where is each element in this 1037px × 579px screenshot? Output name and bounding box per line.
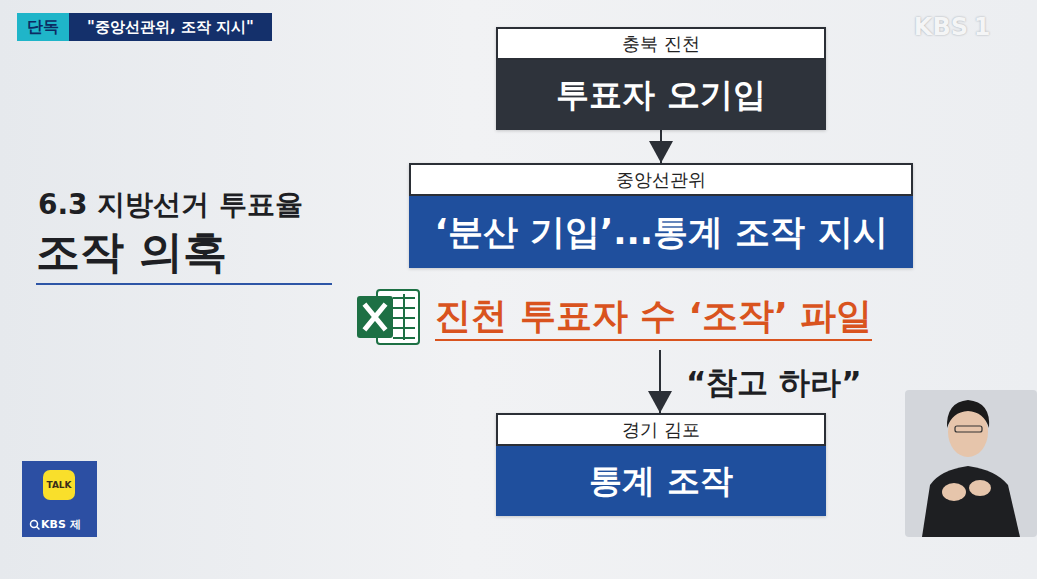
connector (648, 350, 672, 413)
excel-mark (366, 306, 384, 328)
search-icon (31, 521, 38, 528)
channel-number: 1 (970, 12, 994, 42)
kakao-caption: KBS 제 (41, 515, 97, 533)
arrow-head (648, 391, 672, 413)
interpreter-hair (947, 400, 989, 428)
connector-line (660, 130, 662, 163)
title-main: 조작 의혹 (36, 224, 356, 280)
excel-icon (355, 284, 421, 350)
file-title: 진천 투표자 수 ‘조작’ 파일 (435, 293, 872, 341)
headline-text: "중앙선관위, 조작 지시" (69, 13, 272, 41)
interpreter-body (922, 466, 1020, 537)
origin-box: 충북 진천투표자 오기입 (496, 27, 826, 130)
channel-logo: KBS (906, 12, 968, 42)
box-header: 충북 진천 (496, 27, 826, 60)
result-box: 경기 김포통계 조작 (496, 413, 826, 516)
interpreter-hand (969, 480, 991, 496)
interpreter-glasses (955, 426, 982, 432)
title-line: 6.3 지방선거 투표율 (38, 186, 358, 224)
excel-badge (357, 296, 393, 338)
connector-line (659, 350, 661, 413)
title-underline (36, 283, 332, 285)
box-header: 중앙선관위 (409, 163, 913, 196)
kakao-icon (43, 470, 75, 500)
badge-text: 단독 (17, 13, 69, 41)
kakao-tile (22, 461, 97, 537)
box-header: 경기 김포 (496, 413, 826, 446)
search-icon-handle (37, 527, 40, 530)
excel-grid (403, 294, 405, 340)
headline-bg (69, 13, 272, 41)
interpreter-frame (905, 390, 1037, 537)
authority-box: 중앙선관위‘분산 기입’...통계 조작 지시 (409, 163, 913, 268)
kakao-text: TALK (43, 470, 75, 500)
arrow-head (649, 141, 673, 163)
box-body: ‘분산 기입’...통계 조작 지시 (409, 196, 913, 268)
connector (649, 130, 673, 163)
box-body: 투표자 오기입 (496, 60, 826, 130)
badge-bg (17, 13, 69, 41)
file-node: 진천 투표자 수 ‘조작’ 파일 (355, 284, 930, 350)
interpreter-hand (942, 483, 966, 501)
edge-label: “참고 하라” (686, 362, 862, 402)
box-body: 통계 조작 (496, 446, 826, 516)
